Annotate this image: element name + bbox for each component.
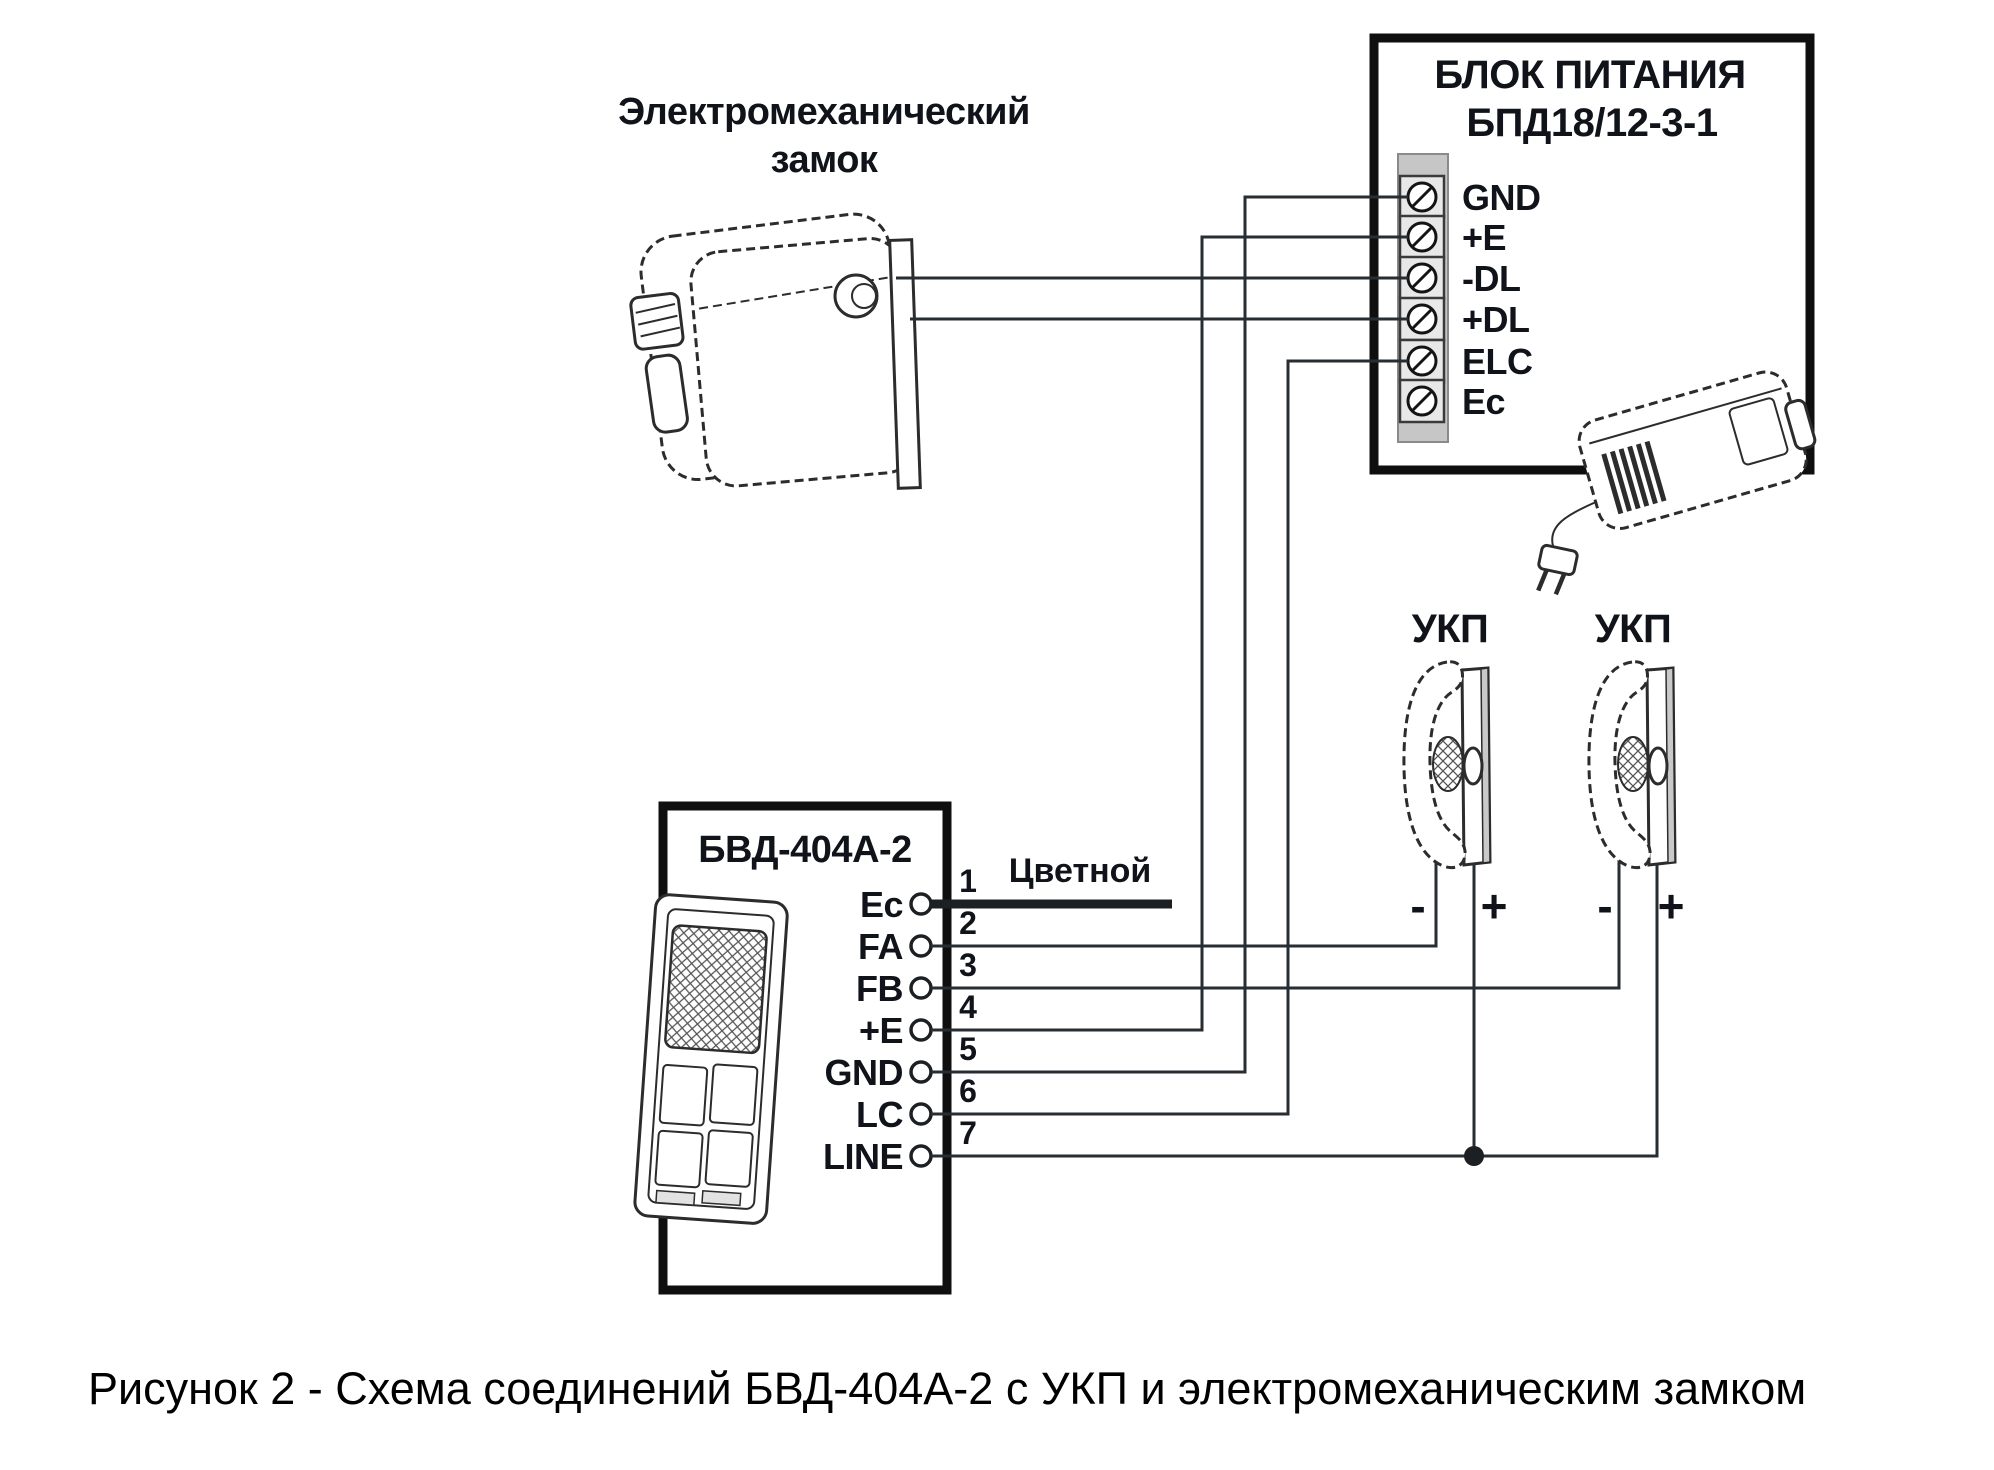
lock-drawing [629, 212, 922, 490]
ukp-left-minus: - [1410, 880, 1425, 932]
wire-number-2: 2 [959, 905, 977, 941]
bvd-terminal-lc [909, 1102, 933, 1126]
bvd-terminal-circles [909, 892, 933, 1168]
wire-5-gnd [931, 195, 1408, 1074]
panel-button [658, 1064, 709, 1127]
bvd-terminal-label-fa: FA [858, 926, 904, 967]
lock-cylinder [833, 273, 879, 319]
wire-number-5: 5 [959, 1031, 977, 1067]
panel-slot [701, 1190, 742, 1207]
intercom-panel-drawing [633, 893, 789, 1225]
speaker-grille [664, 924, 768, 1055]
ukp-left-label: УКП [1412, 607, 1489, 651]
bvd-terminal-line [909, 1144, 933, 1168]
adapter-cord [1551, 501, 1597, 547]
wires [896, 195, 1659, 1166]
bvd-terminal-fa [909, 934, 933, 958]
psu-terminal-label-elc: ELC [1462, 341, 1533, 382]
handset-left-drawing [1402, 660, 1492, 870]
panel-button [704, 1129, 754, 1188]
bvd-terminal-label-lc: LC [856, 1094, 903, 1135]
wire-number-3: 3 [959, 947, 977, 983]
lock-mount-bracket [629, 291, 689, 434]
junction-dot [1464, 1146, 1484, 1166]
bvd-terminal-fb [909, 976, 933, 1000]
bvd-terminal-ec [909, 892, 933, 916]
wire-7-line [931, 858, 1659, 1158]
panel-slot [655, 1189, 696, 1207]
bvd-terminal-label-gnd: GND [825, 1052, 904, 1093]
wire-6-lc-to-elc [931, 359, 1408, 1116]
figure-caption: Рисунок 2 - Схема соединений БВД-404А-2 … [88, 1363, 1806, 1414]
wire-3-fb-to-ukp2 [931, 858, 1621, 990]
panel-button [654, 1129, 704, 1189]
psu-terminal-label-ec: Ec [1462, 381, 1505, 422]
bvd-terminal-gnd [909, 1060, 933, 1084]
power-adapter-drawing [1536, 370, 1817, 596]
ukp-right-label: УКП [1595, 607, 1672, 651]
psu-terminal-label-gnd: GND [1462, 177, 1541, 218]
panel-button [708, 1063, 759, 1126]
bvd-title: БВД-404А-2 [698, 829, 912, 871]
ukp-right-plus: + [1658, 880, 1685, 932]
wire-number-4: 4 [959, 989, 977, 1025]
wire-number-1: 1 [959, 863, 977, 899]
lock-title-line1: Электромеханический [618, 91, 1030, 133]
ukp-left-plus: + [1481, 880, 1508, 932]
psu-title-line1: БЛОК ПИТАНИЯ [1434, 53, 1745, 97]
psu-screw-plus-dl [1398, 296, 1446, 342]
ukp-right-minus: - [1597, 880, 1612, 932]
wire-number-7: 7 [959, 1115, 977, 1151]
wire-4-plus-e [931, 235, 1408, 1032]
psu-terminal-label-plus-e: +E [1462, 217, 1506, 258]
lock-latch-plate [888, 238, 922, 490]
colored-wire-label: Цветной [1009, 852, 1152, 890]
bvd-terminal-label-ec: Ec [860, 884, 903, 925]
psu-title-line2: БПД18/12-3-1 [1466, 101, 1717, 145]
psu-screw-ec [1398, 378, 1446, 424]
bvd-terminal-label-fb: FB [856, 968, 903, 1009]
psu-terminal-label-plus-dl: +DL [1462, 299, 1530, 340]
lock-title-line2: замок [771, 139, 879, 181]
adapter-plug [1536, 543, 1579, 596]
handset-right-drawing [1587, 660, 1677, 870]
psu-terminal-label-minus-dl: -DL [1462, 258, 1520, 299]
wire-2-fa-to-ukp1 [931, 858, 1438, 948]
bvd-terminal-label-line: LINE [823, 1136, 903, 1177]
bvd-terminal-label-plus-e: +E [859, 1010, 903, 1051]
lock-front-face [689, 237, 918, 488]
bvd-terminal-plus-e [909, 1018, 933, 1042]
psu-terminal-screws [1398, 174, 1446, 424]
wire-number-6: 6 [959, 1073, 977, 1109]
adapter-vents [1601, 440, 1667, 515]
